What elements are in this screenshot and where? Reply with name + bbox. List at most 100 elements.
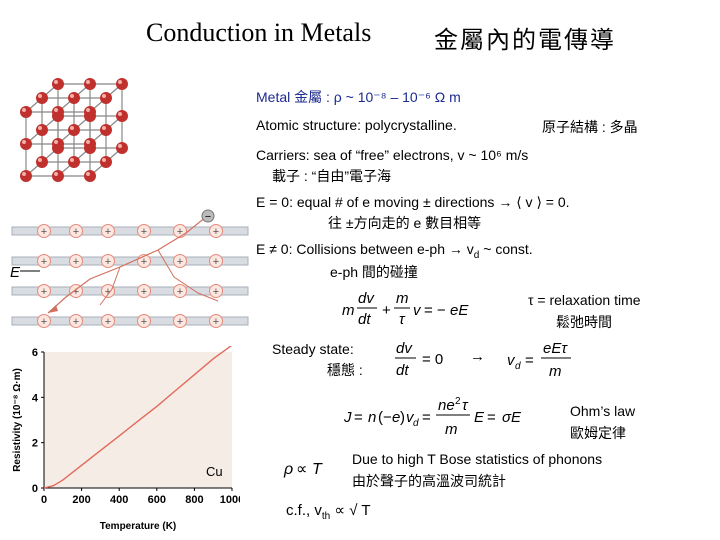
lattice-atom-highlight [22,172,26,176]
svg-text:dt: dt [396,362,409,379]
positive-ion-sign: + [105,226,111,238]
bose-statistics-line: Due to high T Bose statistics of phonons [352,451,603,467]
lattice-atom [20,170,32,182]
thermal-velocity-line: c.f., vth ∝ √ T [286,501,371,522]
lattice-atom-highlight [54,80,58,84]
chart-x-tick-label: 0 [41,494,47,506]
positive-ion-sign: + [141,226,147,238]
positive-ion [173,314,187,328]
svg-text:d: d [515,361,521,372]
svg-text:τ: τ [399,311,406,328]
atomic-structure-line: Atomic structure: polycrystalline. [256,117,457,133]
lattice-atom [100,156,112,168]
chart-plot-background [44,352,232,488]
lattice-atom [68,156,80,168]
lattice-atom [84,78,96,90]
svg-text:eEτ: eEτ [543,340,568,357]
electron-path-arrowhead [48,305,58,313]
positive-ion [37,224,51,238]
lattice-atom [68,92,80,104]
chart-x-tick-label: 800 [185,494,203,506]
ohms-law-chinese: 歐姆定律 [570,425,626,441]
carriers-chinese: 載子 : “自由”電子海 [272,168,391,184]
chart-y-tick-label: 2 [32,438,38,450]
lattice-atom [20,138,32,150]
svg-text:ne: ne [438,397,455,414]
lattice-atom-highlight [38,126,42,130]
lattice-atom [100,124,112,136]
e-zero-line: E = 0: equal # of e moving ± directions … [256,194,570,210]
lattice-atom-highlight [54,172,58,176]
lattice-atom [52,78,64,90]
lattice-atom-highlight [118,144,122,148]
positive-ion-sign: + [177,286,183,298]
positive-ion [173,254,187,268]
lattice-atom [84,170,96,182]
chart-x-tick-label: 600 [148,494,166,506]
svg-text:2: 2 [455,396,461,407]
lattice-atom [36,92,48,104]
positive-ion [37,254,51,268]
svg-text:=: = [422,409,431,426]
cf-tail: ∝ √ T [330,502,371,519]
lattice-atom-highlight [54,108,58,112]
vth-subscript: th [321,511,331,522]
svg-text:(−: (− [378,409,392,426]
lattice-atom-highlight [38,94,42,98]
lattice-atom-highlight [118,80,122,84]
implies-arrow: → [470,348,485,365]
lattice-atom-highlight [70,126,74,130]
lattice-atom [84,138,96,150]
lattice-atom-highlight [102,126,106,130]
lattice-atom [116,142,128,154]
svg-text:m: m [445,421,458,438]
e-nonzero-line: E ≠ 0: Collisions between e-ph → vd ~ co… [256,241,533,261]
lattice-atom-highlight [86,80,90,84]
lattice-atom-highlight [54,140,58,144]
electron-path-branch-2 [99,266,121,306]
carriers-line: Carriers: sea of “free” electrons, v ~ 1… [256,147,529,163]
positive-ion-sign: + [73,256,79,268]
positive-ion-sign: + [177,316,183,328]
svg-text:dt: dt [358,311,371,328]
e-nonzero-text: E ≠ 0: Collisions between e-ph → v [256,241,474,257]
svg-text:= 0: = 0 [422,351,443,368]
svg-text:=: = [525,352,534,369]
svg-text:d: d [413,418,419,429]
positive-ion [209,254,223,268]
positive-ion-sign: + [41,286,47,298]
positive-ion [209,314,223,328]
lattice-atom-highlight [118,112,122,116]
lattice-atom [52,138,64,150]
positive-ion-sign: + [213,226,219,238]
lattice-atom-highlight [70,158,74,162]
svg-text:m: m [342,302,355,319]
lattice-atom [100,92,112,104]
chart-annotation-cu: Cu [206,464,223,479]
electron-minus-label: − [205,211,211,223]
lattice-atom [20,106,32,118]
svg-text:e: e [392,409,400,426]
chart-x-tick-label: 200 [72,494,90,506]
electric-field-label: E [10,264,21,281]
e-nonzero-tail: ~ const. [479,241,533,257]
electron-path-branch [157,249,219,302]
positive-ion [173,284,187,298]
crystal-lattice-diagram [20,78,128,182]
svg-text:v: v [413,302,422,319]
positive-ion-sign: + [41,316,47,328]
positive-ion [137,224,151,238]
positive-ion [101,224,115,238]
positive-ion [209,284,223,298]
lattice-plane [11,316,249,326]
ohms-law-label: Ohm’s law [570,403,636,419]
lattice-atom-highlight [102,94,106,98]
svg-text:ρ: ρ [283,461,293,478]
lattice-atom [36,156,48,168]
svg-text:eE: eE [450,302,469,319]
vd-subscript: d [473,249,480,261]
svg-text:v: v [507,352,516,369]
